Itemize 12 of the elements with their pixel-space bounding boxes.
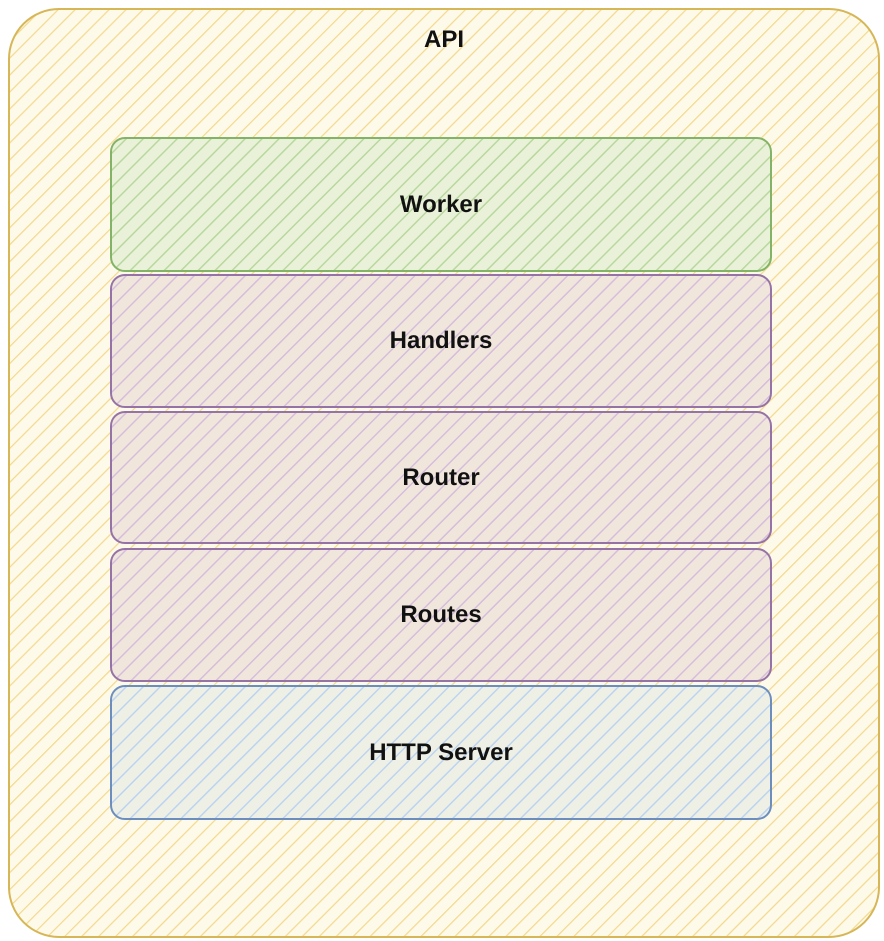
layer-label: Routes xyxy=(400,601,482,628)
layer-box xyxy=(110,411,772,544)
container-title: API xyxy=(424,26,464,53)
container-box xyxy=(8,8,880,938)
layer-box xyxy=(110,548,772,682)
layer-label: Router xyxy=(402,464,480,490)
layer-label: Worker xyxy=(400,190,482,218)
layer-label: Handlers xyxy=(390,327,492,354)
layer-box xyxy=(110,274,772,408)
layer-box xyxy=(110,137,772,272)
layer-box xyxy=(110,685,772,820)
layer-label: HTTP Server xyxy=(369,738,513,766)
